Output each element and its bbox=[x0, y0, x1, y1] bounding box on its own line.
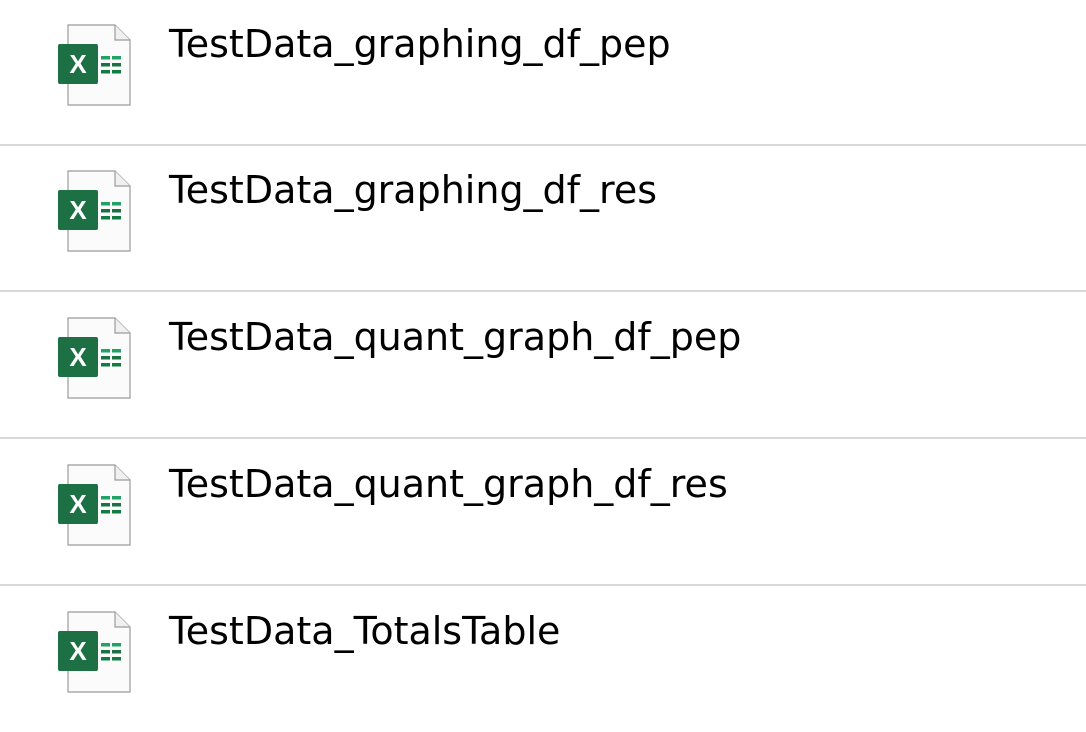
excel-file-icon: X bbox=[58, 611, 131, 693]
row-divider bbox=[0, 584, 1086, 586]
excel-letter: X bbox=[69, 342, 87, 372]
excel-letter: X bbox=[69, 636, 87, 666]
file-row[interactable]: X TestData_quant_graph_df_pep bbox=[0, 293, 1086, 438]
file-name[interactable]: TestData_graphing_df_res bbox=[169, 168, 658, 212]
file-row[interactable]: X TestData_graphing_df_pep bbox=[0, 0, 1086, 145]
row-divider bbox=[0, 290, 1086, 292]
excel-letter: X bbox=[69, 489, 87, 519]
file-row[interactable]: X TestData_TotalsTable bbox=[0, 587, 1086, 732]
file-row[interactable]: X TestData_quant_graph_df_res bbox=[0, 440, 1086, 585]
excel-file-icon: X bbox=[58, 170, 131, 252]
file-row[interactable]: X TestData_graphing_df_res bbox=[0, 146, 1086, 291]
file-name[interactable]: TestData_quant_graph_df_pep bbox=[169, 315, 742, 359]
excel-file-icon: X bbox=[58, 464, 131, 546]
excel-letter: X bbox=[69, 49, 87, 79]
file-name[interactable]: TestData_TotalsTable bbox=[169, 609, 561, 653]
excel-file-icon: X bbox=[58, 24, 131, 106]
excel-letter: X bbox=[69, 195, 87, 225]
excel-file-icon: X bbox=[58, 317, 131, 399]
row-divider bbox=[0, 144, 1086, 146]
file-name[interactable]: TestData_quant_graph_df_res bbox=[169, 462, 728, 506]
row-divider bbox=[0, 437, 1086, 439]
file-name[interactable]: TestData_graphing_df_pep bbox=[169, 22, 671, 66]
